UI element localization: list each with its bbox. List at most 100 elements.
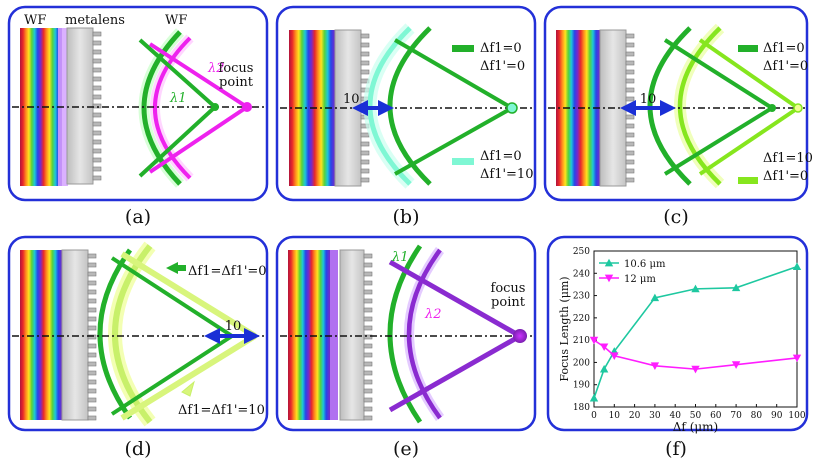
panel-e-pillar [363, 253, 373, 259]
panel-e-metalens [339, 249, 365, 421]
panel-d-shift-label: 10 [225, 319, 242, 334]
panel-c-legend-bottom-swatch [738, 177, 758, 184]
panel-b-shift-label: 10 [343, 92, 360, 107]
panel-a-lambda1-label: λ1 [169, 91, 187, 106]
panel-d-legend-top: Δf1=Δf1'=0 [188, 264, 267, 279]
panel-c-pillar [625, 159, 635, 165]
panel-c-ray-green-bottom [663, 106, 774, 176]
panel-a-focus-label: focus [219, 61, 254, 76]
panel-c-caption: (c) [663, 206, 688, 228]
panel-e-pillar [363, 307, 373, 313]
x-tick-label: 80 [751, 411, 763, 421]
series-2-point [589, 336, 599, 345]
x-tick-label: 90 [771, 411, 783, 421]
panel-d-pillar [87, 271, 97, 277]
panel-e-pillar [363, 316, 373, 322]
panel-a-focus-green [211, 103, 219, 111]
panel-a-metalens [66, 27, 94, 185]
legend-marker-1 [604, 258, 614, 267]
panel-a-pillar [92, 67, 102, 73]
x-tick-label: 30 [649, 411, 661, 421]
panel-e-pillar [363, 388, 373, 394]
panel-e-pillar [363, 370, 373, 376]
panel-c-pillar [625, 150, 635, 156]
series-1-point [731, 283, 741, 292]
panel-c-legend-top-swatch [738, 45, 758, 52]
panel-e-pillar [363, 280, 373, 286]
panel-c-pillar [625, 96, 635, 102]
panel-e-ray-top [388, 259, 522, 339]
panel-b-caption: (b) [393, 206, 420, 228]
panel-c-pillar [625, 141, 635, 147]
panel-b-pillar [360, 51, 370, 57]
panel-a-wave-magenta [153, 36, 192, 180]
panel-d-pillar [87, 280, 97, 286]
panel-a-pillar [92, 94, 102, 100]
panel-b-legend-top-1: Δf1=0 [480, 41, 522, 56]
panel-c-pillar [625, 42, 635, 48]
panel-d-pillar [87, 388, 97, 394]
panel-a-pillar [92, 157, 102, 163]
series-2-point [650, 362, 660, 370]
panel-a-pillar [92, 31, 102, 37]
x-tick-label: 40 [669, 411, 681, 421]
panel-b-legend-bottom-2: Δf1'=10 [480, 167, 533, 182]
panel-a-pillar [92, 85, 102, 91]
panel-d-pillar [87, 307, 97, 313]
panel-d-pillar [87, 253, 97, 259]
panel-c-focus-green [768, 104, 776, 112]
panel-c-pillar [625, 51, 635, 57]
y-tick-label: 210 [573, 336, 590, 346]
panel-e-nanopillars [363, 253, 373, 421]
panel-e-wavefront-bar [288, 250, 330, 420]
panel-c-pillar [625, 60, 635, 66]
panel-d-metalens [61, 249, 89, 421]
panel-b-pillar [360, 177, 370, 183]
panel-a-wave-green [141, 30, 182, 186]
series-2-point [599, 343, 609, 352]
series-1-point [792, 262, 802, 270]
series-1-point [650, 293, 660, 302]
y-tick-label: 230 [573, 292, 590, 302]
panel-c-nanopillars [625, 33, 635, 183]
series-1-point [599, 364, 609, 373]
panel-d-ray-green-bottom [110, 334, 234, 416]
panel-a: WF metalens WF λ2 λ1 focus point (a) [7, 5, 269, 228]
panel-e-pillar [363, 298, 373, 304]
panel-e-point-label: point [491, 295, 526, 310]
panel-b-pillar [360, 168, 370, 174]
panel-b-pillar [360, 141, 370, 147]
panel-d-ray-green-top [110, 256, 234, 338]
series-2-point [691, 365, 700, 374]
panel-d: 10 Δf1=Δf1'=0 Δf1=Δf1'=10 (d) [7, 235, 269, 460]
y-tick-label: 220 [573, 314, 590, 324]
series-1-point [589, 393, 599, 402]
panel-a-pillar [92, 121, 102, 127]
panel-e-ray-bottom [388, 333, 522, 413]
panel-c-pillar [625, 168, 635, 174]
panel-e-pillar [363, 379, 373, 385]
panel-b-pillar [360, 60, 370, 66]
panel-d-pillar [87, 298, 97, 304]
panel-d-wavefront-bar [20, 250, 62, 420]
panel-a-focus-magenta [242, 102, 252, 112]
panel-b-pillar [360, 132, 370, 138]
panel-b-pillar [360, 69, 370, 75]
panel-a-pillar [92, 166, 102, 172]
panel-c-wave-lime [677, 26, 722, 186]
series-2-point [610, 352, 619, 360]
panel-c-pillar [625, 33, 635, 39]
panel-d-pillar [87, 370, 97, 376]
panel-e-pillar [363, 262, 373, 268]
legend-marker-2 [604, 274, 614, 283]
panel-b-pillar [360, 33, 370, 39]
x-tick-label: 60 [710, 411, 722, 421]
panel-d-pillar [87, 406, 97, 412]
x-axis-label: Δf (μm) [673, 420, 718, 434]
panel-b: 10 Δf1=0 Δf1'=0 Δf1=0 Δf1'=10 (b) [275, 5, 537, 228]
panel-a-pillar [92, 58, 102, 64]
panel-b-legend-top-2: Δf1'=0 [480, 59, 525, 74]
panel-d-pillar [87, 352, 97, 358]
panel-e-wavefront-edge [330, 250, 338, 420]
